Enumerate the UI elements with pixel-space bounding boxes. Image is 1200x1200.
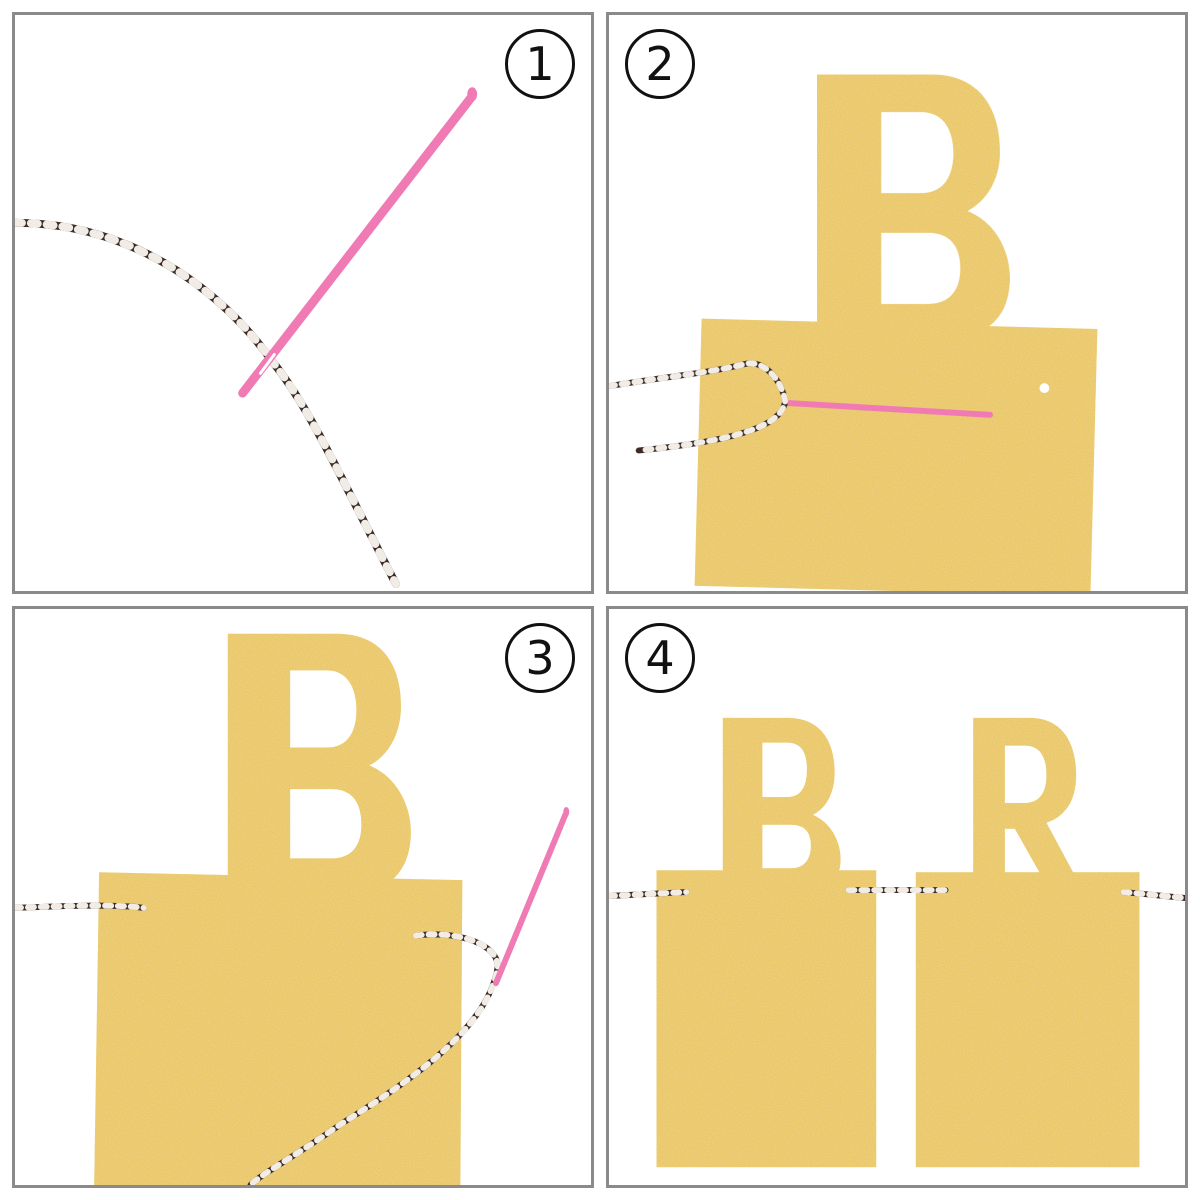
twine-icon — [609, 360, 789, 454]
step-panel-3: 3 — [12, 606, 594, 1188]
pennant-icon — [915, 717, 1140, 1168]
step-number-badge: 4 — [625, 623, 695, 693]
needle-icon — [238, 87, 478, 398]
needle-icon — [493, 806, 570, 987]
pennant-icon — [94, 633, 463, 1185]
step-number-badge: 2 — [625, 29, 695, 99]
step-number-badge: 3 — [505, 623, 575, 693]
twine-icon — [609, 887, 1185, 901]
twine-icon — [15, 902, 501, 1185]
pennant-icon — [694, 74, 1098, 591]
twine-icon — [15, 218, 400, 589]
step-4-illustration — [609, 717, 1185, 1168]
pennant-hole — [1039, 383, 1050, 394]
pennant-icon — [656, 717, 877, 1168]
needle-icon — [784, 399, 993, 418]
step-panel-2: 2 — [606, 12, 1188, 594]
step-3-illustration — [15, 633, 570, 1185]
step-panel-4: 4 — [606, 606, 1188, 1188]
step-number-badge: 1 — [505, 29, 575, 99]
step-2-illustration — [609, 74, 1098, 591]
step-1-illustration — [15, 87, 478, 589]
step-panel-1: 1 — [12, 12, 594, 594]
